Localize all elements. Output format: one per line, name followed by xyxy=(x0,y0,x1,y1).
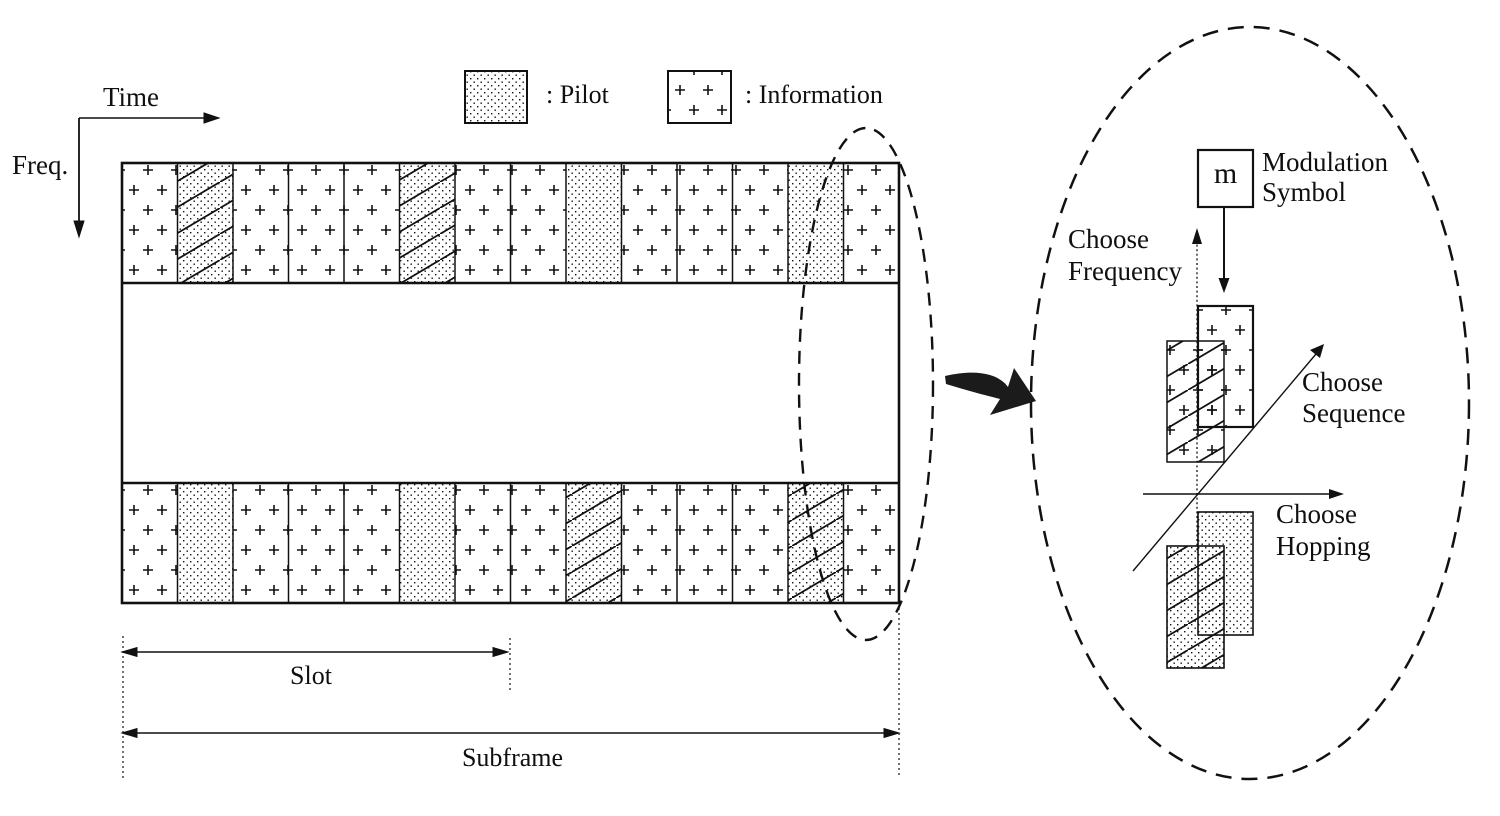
slot-span-arrow xyxy=(120,646,510,658)
grid-cell-information xyxy=(621,483,677,603)
freq-axis-label: Freq. xyxy=(12,150,69,180)
grid-cell-information xyxy=(344,483,400,603)
time-axis-arrowhead-icon xyxy=(203,112,221,124)
grid-cell-information xyxy=(677,483,733,603)
choose-frequency-line2: Frequency xyxy=(1068,256,1182,286)
choose-sequence-line2: Sequence xyxy=(1302,398,1406,428)
subframe-arrowhead-right-icon xyxy=(883,727,901,739)
grid-cell-information xyxy=(843,163,899,283)
time-freq-axes xyxy=(73,112,221,239)
modulation-symbol-label-line1: Modulation xyxy=(1262,147,1388,177)
legend-information-label: : Information xyxy=(745,80,883,109)
grid-cell-pilot-hatched xyxy=(566,483,622,603)
modulation-symbol-letter: m xyxy=(1213,157,1238,190)
grid-cell-information xyxy=(233,163,289,283)
subframe-arrowhead-left-icon xyxy=(120,727,138,739)
grid-cell-pilot xyxy=(177,483,233,603)
grid-cell-information xyxy=(510,483,566,603)
grid-cell-pilot-hatched xyxy=(177,163,233,283)
grid-frame xyxy=(120,161,901,605)
grid-cell-information xyxy=(677,163,733,283)
grid-cell-information xyxy=(344,163,400,283)
choose-frequency-line1: Choose xyxy=(1068,224,1149,254)
grid-outer-border xyxy=(120,161,901,605)
choose-hopping-arrowhead-icon xyxy=(1329,489,1344,499)
grid-cells xyxy=(122,163,899,603)
legend-pilot-swatch xyxy=(464,70,528,124)
highlight-ellipse-small xyxy=(797,126,935,642)
slot-label: Slot xyxy=(290,661,332,690)
grid-cell-information xyxy=(122,483,178,603)
slot-arrowhead-right-icon xyxy=(492,646,510,658)
grid-cell-information xyxy=(122,163,178,283)
grid-cell-information xyxy=(455,483,511,603)
choose-sequence-line1: Choose xyxy=(1302,367,1383,397)
grid-cell-information xyxy=(233,483,289,603)
grid-cell-information xyxy=(288,163,344,283)
grid-cell-pilot-hatched xyxy=(399,163,455,283)
grid-cell-information xyxy=(732,163,788,283)
detail-pilot-hatched-rect xyxy=(1166,545,1225,669)
modulation-symbol-box xyxy=(1196,148,1255,209)
grid-cell-information xyxy=(510,163,566,283)
subframe-label: Subframe xyxy=(461,743,564,772)
choose-sequence-arrowhead-icon xyxy=(1310,344,1324,358)
grid-cell-information xyxy=(843,483,899,603)
grid-cell-pilot-hatched xyxy=(788,483,844,603)
choose-frequency-label: Choose Frequency xyxy=(1068,223,1182,287)
detail-ellipse xyxy=(1029,25,1471,781)
legend-information-swatch xyxy=(667,70,732,124)
modulation-symbol-label: Modulation Symbol xyxy=(1262,147,1388,207)
choose-frequency-arrowhead-icon xyxy=(1192,228,1202,244)
grid-separators xyxy=(176,163,845,603)
choose-hopping-line1: Choose xyxy=(1276,499,1357,529)
choose-hopping-label: Choose Hopping xyxy=(1276,498,1371,562)
legend-pilot-label: : Pilot xyxy=(546,80,609,109)
grid-cell-pilot xyxy=(788,163,844,283)
grid-cell-information xyxy=(288,483,344,603)
grid-cell-information xyxy=(732,483,788,603)
time-axis-label: Time xyxy=(102,82,160,112)
choose-hopping-line2: Hopping xyxy=(1276,531,1371,561)
grid-cell-information xyxy=(621,163,677,283)
slot-arrowhead-left-icon xyxy=(120,646,138,658)
detail-information-hatched-rect xyxy=(1166,340,1225,463)
grid-cell-information xyxy=(455,163,511,283)
modulation-symbol-label-line2: Symbol xyxy=(1262,177,1347,207)
grid-cell-pilot xyxy=(566,163,622,283)
modulation-arrowhead-icon xyxy=(1218,278,1230,293)
freq-axis-arrowhead-icon xyxy=(73,220,85,239)
grid-cell-pilot xyxy=(399,483,455,603)
choose-sequence-label: Choose Sequence xyxy=(1302,367,1405,429)
measurement-guides xyxy=(122,608,900,778)
subframe-span-arrow xyxy=(120,727,901,739)
zoom-callout-arrow-icon xyxy=(945,368,1036,415)
